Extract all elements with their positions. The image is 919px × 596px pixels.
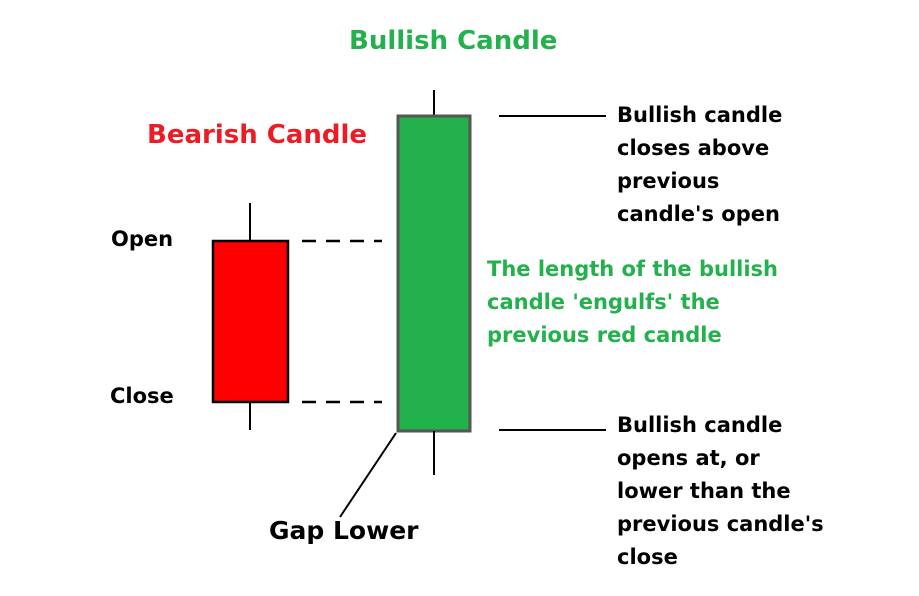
bearish-candle-title: Bearish Candle xyxy=(147,120,368,150)
annotation-line: The length of the bullish xyxy=(487,257,778,281)
annotation-line: candle's open xyxy=(617,202,780,226)
open-label: Open xyxy=(111,227,174,251)
engulf-explanation: The length of the bullish candle 'engulf… xyxy=(487,253,778,352)
bullish-candle-body xyxy=(396,114,472,433)
annotation-line: closes above xyxy=(617,136,770,160)
bullish-candle xyxy=(396,90,472,475)
annotation-line: Bullish candle xyxy=(617,413,783,437)
annotation-line: opens at, or xyxy=(617,446,760,470)
annotation-line: previous xyxy=(617,169,720,193)
top-right-annotation: Bullish candle closes above previous can… xyxy=(617,99,782,231)
bearish-candle xyxy=(211,203,290,430)
annotation-line: Bullish candle xyxy=(617,103,783,127)
annotation-line: previous candle's xyxy=(617,512,824,536)
annotation-line: close xyxy=(617,545,678,569)
gap-lower-pointer xyxy=(339,432,397,518)
close-label: Close xyxy=(110,384,174,408)
annotation-line: lower than the xyxy=(617,479,791,503)
gap-lower-label: Gap Lower xyxy=(269,516,419,545)
bullish-candle-title: Bullish Candle xyxy=(349,26,558,56)
annotation-line: candle 'engulfs' the xyxy=(487,290,720,314)
annotation-line: previous red candle xyxy=(487,323,722,347)
bottom-right-annotation: Bullish candle opens at, or lower than t… xyxy=(617,409,824,574)
bearish-candle-body xyxy=(211,239,290,404)
